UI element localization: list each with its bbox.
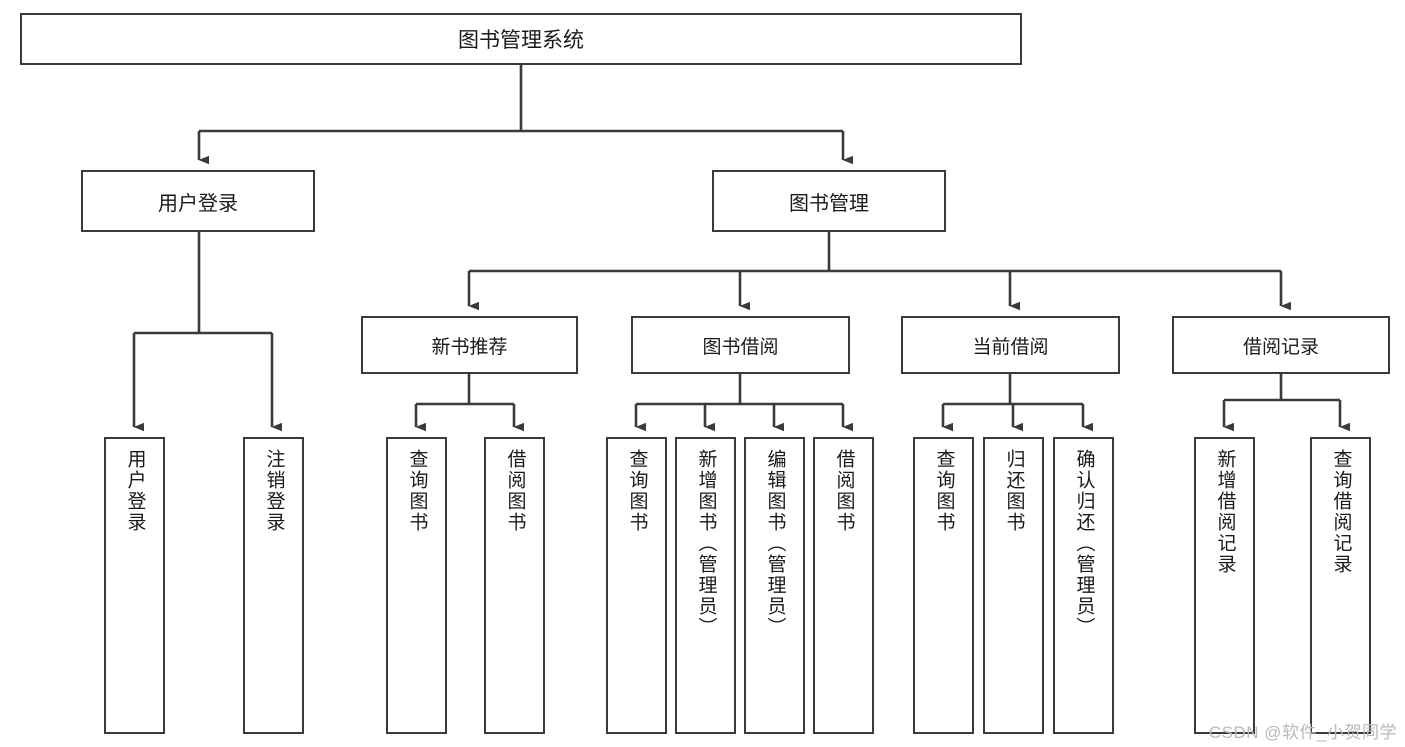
node-leaf-new-book-query[interactable]: 查询图书 (386, 437, 447, 734)
node-leaf-borrow-record-add[interactable]: 新增借阅记录 (1194, 437, 1255, 734)
node-leaf-label: 编辑图书（管理员） (764, 449, 786, 638)
node-leaf-current-borrow-query[interactable]: 查询图书 (913, 437, 974, 734)
node-leaf-book-borrow-query[interactable]: 查询图书 (606, 437, 667, 734)
node-leaf-current-borrow-return[interactable]: 归还图书 (983, 437, 1044, 734)
node-leaf-label: 借阅图书 (504, 449, 526, 533)
node-new-book-recommend-label: 新书推荐 (431, 336, 508, 358)
node-leaf-label: 借阅图书 (833, 449, 855, 533)
node-leaf-book-borrow-edit[interactable]: 编辑图书（管理员） (744, 437, 805, 734)
node-leaf-label: 查询图书 (933, 449, 955, 533)
node-leaf-new-book-borrow[interactable]: 借阅图书 (484, 437, 545, 734)
node-book-borrow[interactable]: 图书借阅 (631, 316, 850, 374)
node-book-manage-label: 图书管理 (789, 192, 869, 215)
node-leaf-label: 查询借阅记录 (1330, 449, 1352, 575)
node-borrow-record[interactable]: 借阅记录 (1172, 316, 1390, 374)
node-user-login-label: 用户登录 (158, 192, 238, 215)
node-current-borrow-label: 当前借阅 (972, 336, 1049, 358)
node-book-borrow-label: 图书借阅 (702, 336, 779, 358)
node-leaf-label: 确认归还（管理员） (1073, 449, 1095, 638)
node-leaf-book-borrow-lend[interactable]: 借阅图书 (813, 437, 874, 734)
node-leaf-label: 注销登录 (263, 449, 285, 533)
node-leaf-book-borrow-add[interactable]: 新增图书（管理员） (675, 437, 736, 734)
node-leaf-user-login-login[interactable]: 用户登录 (104, 437, 165, 734)
node-leaf-label: 查询图书 (406, 449, 428, 533)
node-leaf-label: 查询图书 (626, 449, 648, 533)
node-leaf-borrow-record-query[interactable]: 查询借阅记录 (1310, 437, 1371, 734)
node-leaf-user-login-logout[interactable]: 注销登录 (243, 437, 304, 734)
node-borrow-record-label: 借阅记录 (1242, 336, 1319, 358)
node-book-manage[interactable]: 图书管理 (712, 170, 946, 232)
node-leaf-current-borrow-confirm[interactable]: 确认归还（管理员） (1053, 437, 1114, 734)
node-user-login[interactable]: 用户登录 (81, 170, 315, 232)
node-root-label: 图书管理系统 (458, 29, 584, 52)
node-leaf-label: 归还图书 (1003, 449, 1025, 533)
node-current-borrow[interactable]: 当前借阅 (901, 316, 1120, 374)
node-root[interactable]: 图书管理系统 (20, 13, 1022, 65)
node-new-book-recommend[interactable]: 新书推荐 (361, 316, 578, 374)
node-leaf-label: 新增图书（管理员） (695, 449, 717, 638)
csdn-watermark: CSDN @软件_小贺同学 (1208, 723, 1397, 742)
node-leaf-label: 新增借阅记录 (1214, 449, 1236, 575)
node-leaf-label: 用户登录 (124, 449, 146, 533)
